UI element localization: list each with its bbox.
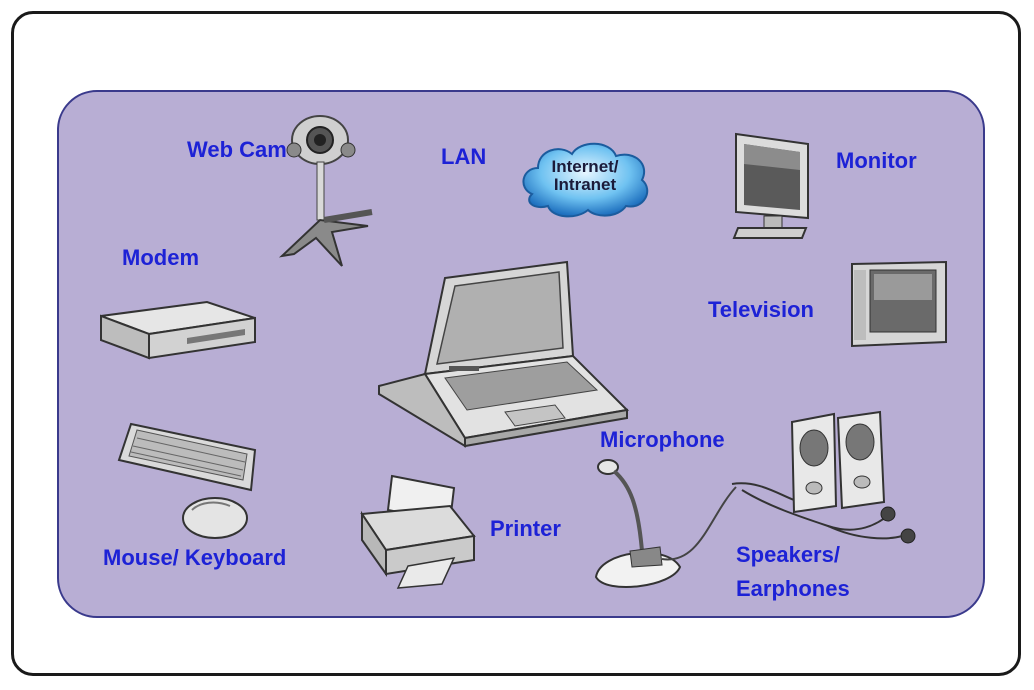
speakers-label-line1: Speakers/ — [736, 542, 840, 567]
cloud-text: Internet/ Intranet — [530, 158, 640, 194]
monitor-icon — [732, 132, 809, 239]
television-label: Television — [708, 297, 814, 322]
cloud-line-1: Internet/ — [551, 157, 619, 176]
cloud-line-2: Intranet — [553, 175, 617, 194]
printer-label: Printer — [490, 516, 561, 541]
microphone-icon — [594, 459, 737, 588]
modem-label: Modem — [122, 245, 199, 270]
lan-label: LAN — [441, 144, 487, 169]
printer-icon — [360, 474, 476, 589]
monitor-label: Monitor — [836, 148, 917, 173]
webcam-icon — [278, 115, 373, 267]
webcam-label: Web Cam — [187, 137, 287, 162]
mouse-icon — [182, 497, 248, 539]
cloud-icon — [522, 142, 649, 218]
laptop-icon — [378, 260, 630, 448]
keyboard-icon — [117, 422, 257, 492]
speakers-label-line2: Earphones — [736, 576, 850, 601]
modem-icon — [100, 300, 256, 360]
microphone-label: Microphone — [600, 427, 725, 452]
speakers-icon — [731, 410, 916, 544]
television-icon — [851, 260, 947, 348]
mouse-keyboard-label: Mouse/ Keyboard — [103, 545, 287, 570]
